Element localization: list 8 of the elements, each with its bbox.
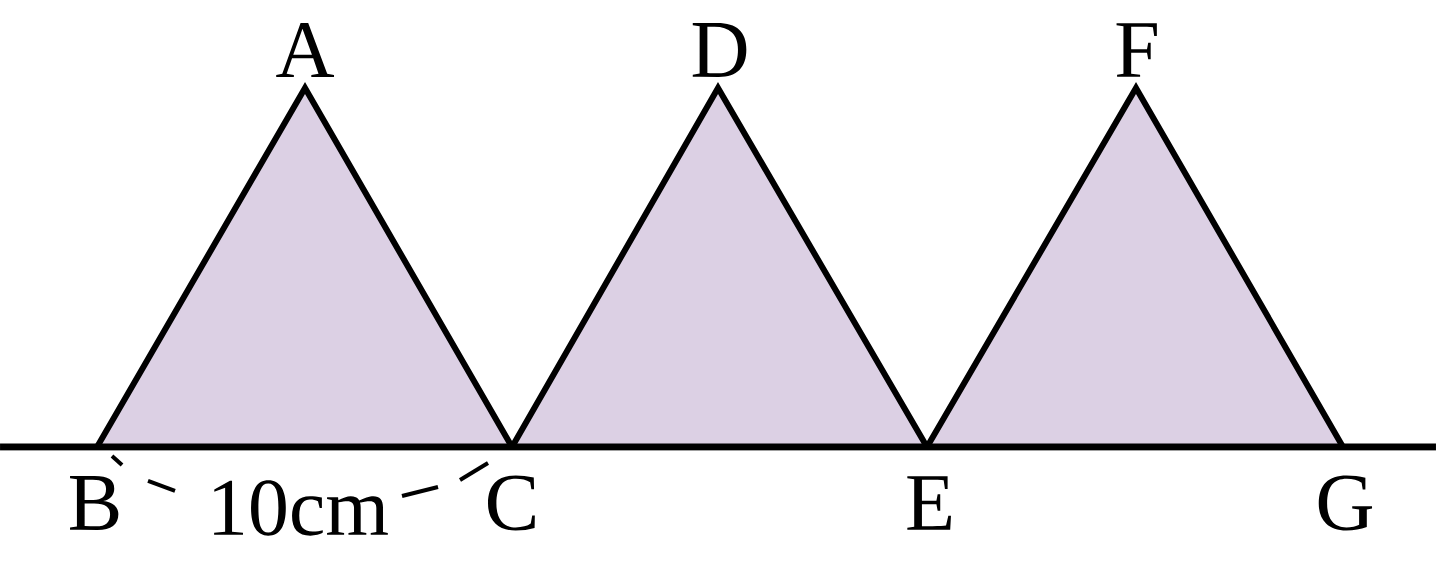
dimension-label: 10cm bbox=[214, 480, 388, 536]
point-label: G bbox=[1318, 475, 1373, 531]
point-label: C bbox=[488, 475, 535, 531]
point-label: D bbox=[692, 23, 747, 77]
point-label: A bbox=[276, 22, 334, 78]
point-label: E bbox=[907, 476, 951, 530]
point-label: B bbox=[70, 476, 119, 530]
point-label: F bbox=[1116, 23, 1157, 77]
